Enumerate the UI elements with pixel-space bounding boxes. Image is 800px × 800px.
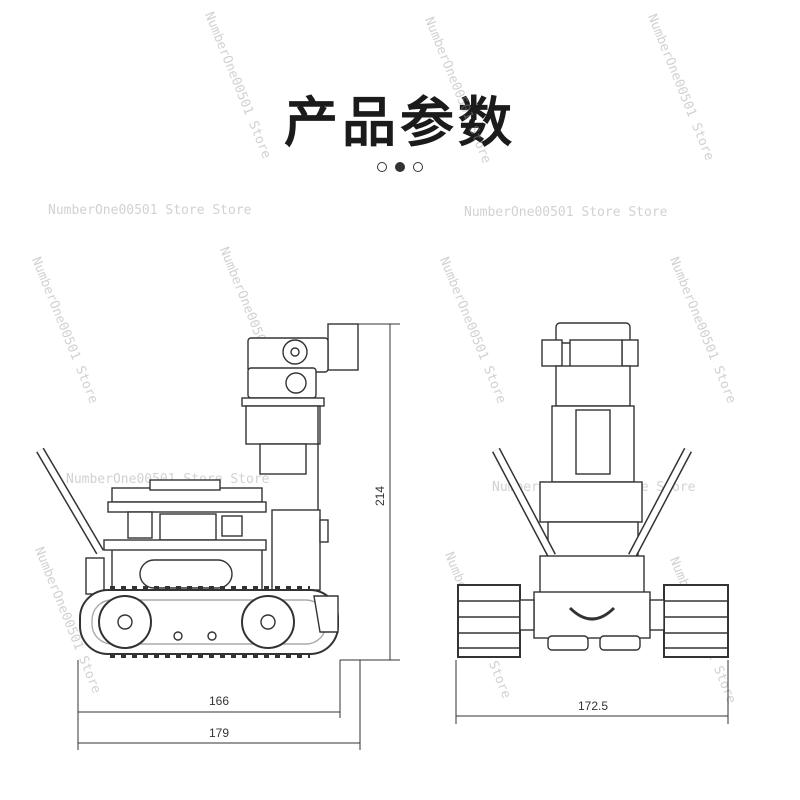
inner-length-dimension-label: 166 xyxy=(209,694,229,708)
side-view-robot xyxy=(36,323,359,658)
watermark-text: NumberOne00501 Store Store xyxy=(464,205,668,220)
total-length-dimension-label: 179 xyxy=(209,726,229,740)
pager-dot-3[interactable] xyxy=(413,162,423,172)
pager-dot-1[interactable] xyxy=(377,162,387,172)
height-dimension-label: 214 xyxy=(373,486,387,506)
page-title: 产品参数 xyxy=(284,91,516,154)
side-view-dimensions xyxy=(77,323,400,750)
pager-dot-2-active[interactable] xyxy=(395,162,405,172)
front-view-robot xyxy=(457,322,729,658)
width-dimension-label: 172.5 xyxy=(578,699,608,713)
carousel-pager xyxy=(0,162,800,172)
front-view-dimensions xyxy=(455,660,729,724)
watermark-text: NumberOne00501 Store Store xyxy=(48,203,252,218)
